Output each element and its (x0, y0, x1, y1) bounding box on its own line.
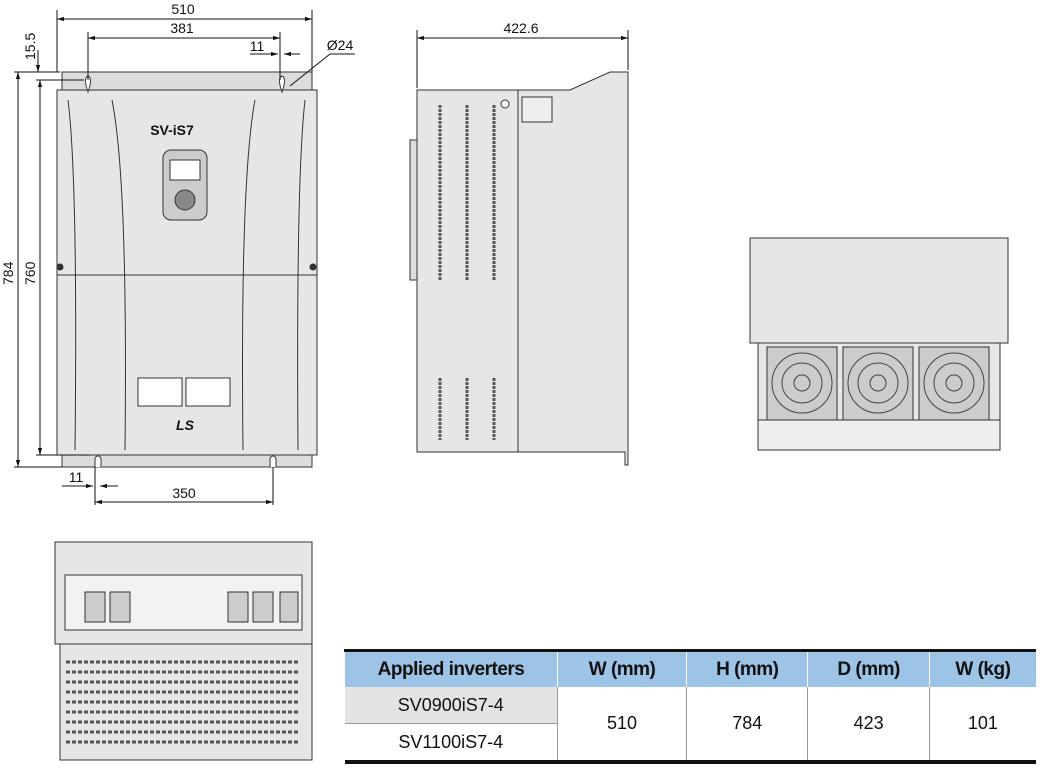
side-view (409, 71, 629, 466)
dim-hole-height: 760 (22, 261, 38, 285)
front-view (56, 71, 318, 468)
table-header-row: Applied inverters W (mm) H (mm) D (mm) W… (344, 650, 1036, 687)
dim-hole-offset-bottom: 11 (69, 469, 84, 485)
header-weight: W (kg) (928, 650, 1036, 687)
front-dimension-lines (14, 10, 355, 505)
bottom-view (749, 237, 1009, 451)
dim-hole-offset-top: 11 (250, 38, 265, 54)
height-value: 784 (686, 687, 808, 762)
dim-depth: 422.6 (503, 20, 538, 36)
header-width: W (mm) (556, 650, 687, 687)
product-label: SV-iS7 (150, 122, 194, 138)
header-height: H (mm) (686, 650, 808, 687)
header-applied-inverters: Applied inverters (344, 650, 558, 687)
dim-total-height: 784 (0, 261, 16, 285)
dim-hole-spacing: 381 (170, 20, 194, 36)
depth-value: 423 (807, 687, 930, 762)
table-row: SV0900iS7-4 510 784 423 101 (344, 687, 1036, 762)
depth-dimension-line (416, 30, 629, 88)
model-cell: SV0900iS7-4 (344, 687, 558, 724)
weight-value: 101 (928, 687, 1036, 762)
dim-bottom-hole-spacing: 350 (172, 485, 196, 501)
model-cell: SV1100iS7-4 (398, 731, 504, 752)
top-view (54, 541, 313, 761)
dim-hole-diameter: Ø24 (327, 37, 354, 53)
dim-width: 510 (171, 1, 195, 17)
dim-top-offset: 15.5 (22, 33, 38, 60)
header-depth: D (mm) (807, 650, 930, 687)
width-value: 510 (556, 687, 687, 762)
dimension-table: Applied inverters W (mm) H (mm) D (mm) W… (344, 649, 1036, 764)
ls-logo: LS (176, 417, 195, 433)
